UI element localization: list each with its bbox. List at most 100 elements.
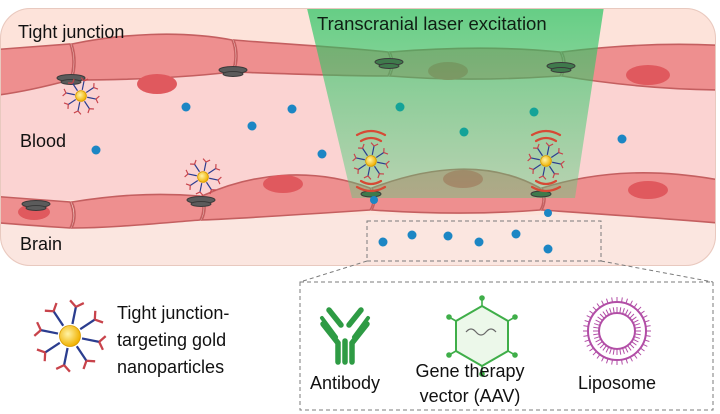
lipid-tail (624, 309, 629, 316)
excitation-arc (359, 179, 383, 186)
excitation-arc (530, 129, 562, 137)
lipid-tail (586, 343, 592, 347)
cargo-dot (543, 244, 553, 254)
tight-junction (186, 196, 216, 207)
lipid-tail (612, 348, 615, 355)
lipid-tail (627, 345, 632, 351)
cargo-dot (317, 149, 327, 159)
zoom-line (600, 260, 714, 283)
lipid-tail (586, 315, 592, 319)
lipid-tail (642, 343, 648, 347)
excitation-arc (534, 179, 558, 186)
gold-nanoparticle (33, 299, 107, 373)
lipid-tail (599, 313, 605, 319)
lipid-tail (644, 320, 650, 323)
lipid-tail (645, 325, 651, 327)
lipid-tail (624, 346, 629, 353)
lipid-tail (619, 307, 622, 314)
lipid-tail (633, 354, 638, 359)
gold-nanoparticle (352, 142, 390, 180)
lipid-tail (601, 300, 605, 306)
lipid-tail (629, 343, 635, 349)
tight-junction (546, 62, 576, 73)
lipid-tail (634, 333, 641, 336)
nanoparticle-label-line-2: targeting gold (117, 330, 226, 350)
endothelial-cell (200, 174, 374, 221)
excitation-arc (355, 185, 387, 193)
lipid-tail (606, 358, 609, 364)
endothelial-cell (70, 193, 204, 229)
lipid-tail (640, 310, 645, 315)
lipid-tail (634, 326, 641, 329)
laser-label: Transcranial laser excitation (317, 13, 547, 34)
cargo-dot (529, 107, 539, 117)
tight-junction (218, 66, 248, 77)
lipid-tail (625, 298, 628, 304)
lipid-tail (606, 298, 609, 304)
cargo-dot (395, 102, 405, 112)
lipid-tail (640, 347, 645, 352)
aav-vector-icon (446, 295, 518, 377)
cargo-dot (370, 196, 378, 204)
lipid-tail (632, 319, 639, 324)
panel-border (0, 8, 716, 266)
excitation-arc (355, 129, 387, 137)
excitation-arc (359, 136, 383, 143)
lipid-tail (622, 347, 625, 354)
excitation-arc (530, 185, 562, 193)
liposome-icon (583, 297, 651, 365)
gold-nanoparticle (527, 142, 565, 180)
lipid-tail (631, 316, 637, 321)
lipid-tail (621, 297, 623, 303)
lipid-tail (592, 351, 597, 356)
lipid-tail (589, 347, 594, 352)
lipid-tail (583, 325, 589, 327)
lipid-tail (595, 319, 602, 324)
laser-beam (305, 8, 605, 198)
lipid-tail (632, 338, 639, 343)
tight-junction (374, 58, 404, 69)
lipid-tail (633, 336, 640, 339)
lipid-tail (593, 333, 600, 336)
lipid-tail (611, 297, 613, 303)
lipid-tail (642, 315, 648, 319)
antibody-label: Antibody (310, 373, 380, 393)
lipid-tail (631, 341, 637, 346)
tight-junction-label: Tight junction (18, 22, 124, 42)
endothelial-cell (540, 172, 716, 225)
nanoparticle-layer (62, 77, 565, 196)
cargo-dots (91, 102, 627, 254)
lipid-tail (637, 351, 642, 356)
lipid-tail (629, 300, 633, 306)
lipid-tail (589, 310, 594, 315)
gold-nanoparticle (62, 77, 100, 115)
excitation-arc (534, 136, 558, 143)
excitation-arcs (355, 129, 562, 193)
lipid-tail (594, 336, 601, 339)
lipid-tail (629, 356, 633, 362)
cargo-legend-box: Antibody Gene therapy vector (AAV) Lipos… (299, 281, 714, 411)
lipid-tail (609, 347, 612, 354)
gene-vector-label-line-1: Gene therapy (415, 361, 524, 381)
cell-nucleus (263, 175, 303, 193)
cargo-dot (617, 134, 627, 144)
lipid-tail (645, 335, 651, 337)
cargo-legend-frame (299, 281, 714, 411)
cargo-dot (459, 127, 469, 137)
lipid-tail (612, 307, 615, 314)
gold-nanoparticle (184, 158, 222, 196)
lipid-tail (595, 338, 602, 343)
lipid-tail (596, 303, 601, 308)
cell-nucleus (137, 74, 177, 94)
antibody-icon (320, 307, 370, 365)
lipid-tail (602, 311, 607, 317)
lipid-tail (602, 345, 607, 351)
lipid-tail (611, 359, 613, 365)
nanoparticle-label-line-3: nanoparticles (117, 357, 224, 377)
cell-nucleus (628, 181, 668, 199)
lipid-tail (637, 306, 642, 311)
cargo-dot (378, 237, 388, 247)
lipid-tail (625, 358, 628, 364)
nanoparticle-label-line-1: Tight junction- (117, 303, 229, 323)
